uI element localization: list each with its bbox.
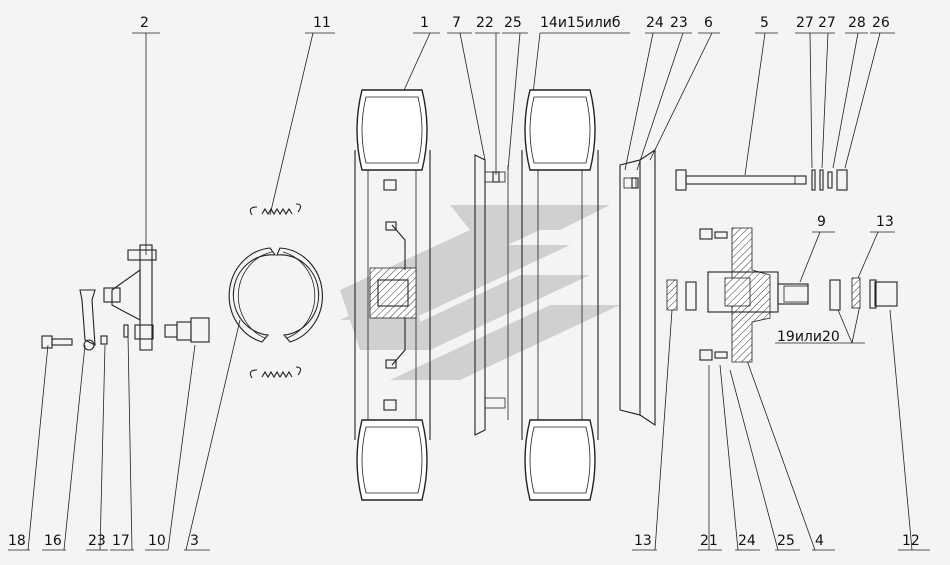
part-rim-half-6 [619, 148, 656, 427]
label-top-11: 27 [796, 15, 814, 31]
label-bottom-6: 13 [634, 533, 652, 549]
label-top-5: 25 [504, 15, 522, 31]
label-bottom-1: 16 [44, 533, 62, 549]
part-lever [79, 289, 96, 351]
leader-lines [8, 32, 930, 551]
label-bottom-4: 10 [148, 533, 166, 549]
part-bearing-19-20 [685, 279, 841, 311]
part-brake-shoes [228, 247, 323, 343]
label-bottom-10: 4 [815, 533, 824, 549]
label-top-12: 27 [818, 15, 836, 31]
part-brake-cam [164, 317, 210, 343]
bottom-labels: 18 16 23 17 10 3 13 21 24 25 4 12 [8, 533, 920, 549]
part-axle [675, 169, 807, 191]
label-top-9: 6 [704, 15, 713, 31]
part-tire-right [521, 89, 599, 501]
part-hub-cap [869, 279, 898, 309]
part-bushing [777, 283, 809, 305]
label-bottom-9: 25 [777, 533, 795, 549]
label-top-8: 23 [670, 15, 688, 31]
part-rim-half-7 [474, 154, 509, 436]
label-top-16: 13 [876, 214, 894, 230]
part-bolt [41, 335, 73, 349]
label-bottom-7: 21 [700, 533, 718, 549]
label-bottom-0: 18 [8, 533, 26, 549]
part-hub [699, 227, 779, 363]
label-middle-0: 19или20 [777, 329, 840, 345]
part-nut-23 [100, 335, 108, 345]
part-nut-26 [836, 169, 848, 191]
label-bottom-11: 12 [902, 533, 920, 549]
part-washer-27b [819, 169, 824, 191]
label-top-2: 1 [420, 15, 429, 31]
part-seal-13-left [666, 279, 678, 311]
label-top-6: 14и15илиб [540, 15, 621, 31]
top-labels: 2 11 1 7 22 25 14и15илиб 24 23 6 5 27 27… [140, 15, 894, 230]
label-bottom-3: 17 [112, 533, 130, 549]
part-brake-backing-plate [103, 244, 157, 351]
middle-labels: 19или20 [777, 329, 840, 345]
label-top-15: 9 [817, 214, 826, 230]
label-bottom-5: 3 [190, 533, 199, 549]
label-bottom-2: 23 [88, 533, 106, 549]
part-washer-27a [811, 169, 816, 191]
label-top-10: 5 [760, 15, 769, 31]
label-top-13: 28 [848, 15, 866, 31]
label-top-14: 26 [872, 15, 890, 31]
label-top-0: 2 [140, 15, 149, 31]
label-top-7: 24 [646, 15, 664, 31]
part-pin-17 [123, 324, 129, 338]
part-washer-28 [827, 171, 833, 189]
part-spring-top [249, 203, 302, 216]
label-bottom-8: 24 [738, 533, 756, 549]
part-tire-left [354, 89, 431, 501]
part-spring-bottom [249, 366, 302, 379]
label-top-4: 22 [476, 15, 494, 31]
label-top-3: 7 [452, 15, 461, 31]
label-top-1: 11 [313, 15, 331, 31]
part-seal-13-right [851, 277, 861, 309]
